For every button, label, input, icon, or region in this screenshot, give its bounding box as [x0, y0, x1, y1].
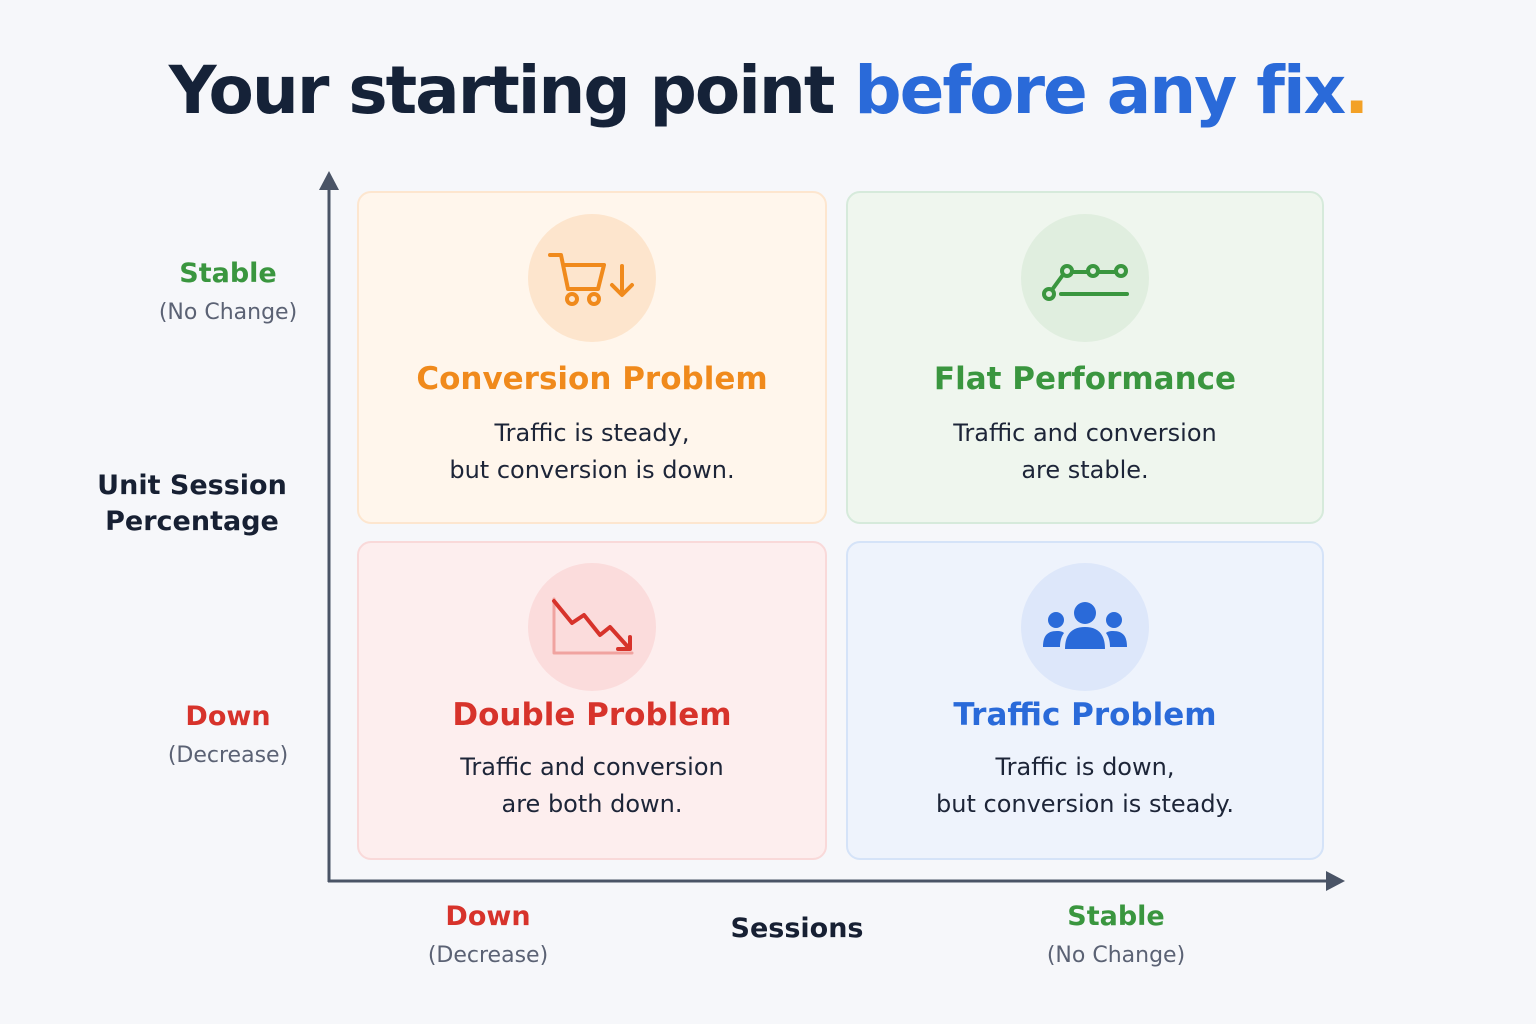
quadrant-double-problem: Double Problem Traffic and conversion ar…: [357, 541, 827, 860]
y-top-level: Stable: [179, 258, 277, 289]
desc-line: but conversion is down.: [449, 456, 735, 484]
users-icon: [1043, 602, 1127, 649]
x-level-left: Down (Decrease): [388, 901, 588, 970]
trend-down-icon: [552, 597, 634, 655]
y-axis-title-line2: Percentage: [105, 506, 279, 538]
title-main: Your starting point: [168, 52, 855, 129]
quadrant-title: Double Problem: [452, 697, 732, 733]
badge-traffic: [1021, 563, 1149, 691]
y-axis-title-line1: Unit Session: [97, 470, 287, 501]
badge-conversion: [528, 214, 656, 342]
x-level-right: Stable (No Change): [1016, 901, 1216, 970]
x-axis-title: Sessions: [730, 913, 864, 944]
title-dot: .: [1344, 52, 1369, 129]
x-right-level: Stable: [1067, 901, 1165, 932]
title-accent: before any fix: [854, 52, 1346, 129]
x-axis-arrow: [1326, 871, 1345, 891]
quadrant-title: Flat Performance: [933, 361, 1237, 397]
y-axis-arrow: [319, 171, 339, 190]
y-bottom-note: (Decrease): [167, 743, 289, 769]
desc-line: but conversion is steady.: [936, 790, 1234, 818]
desc-line: are both down.: [501, 790, 683, 818]
y-level-top: Stable (No Change): [128, 258, 328, 327]
page-title: Your starting point before any fix.: [0, 52, 1536, 129]
quadrant-title: Traffic Problem: [953, 697, 1217, 733]
desc-line: Traffic is steady,: [494, 419, 690, 447]
x-right-note: (No Change): [1046, 943, 1186, 969]
quadrant-description: Traffic is steady, but conversion is dow…: [359, 415, 825, 489]
desc-line: Traffic and conversion: [953, 419, 1217, 447]
cart-down-icon: [548, 253, 634, 306]
quadrant-traffic-problem: Traffic Problem Traffic is down, but con…: [846, 541, 1324, 860]
desc-line: Traffic is down,: [995, 753, 1175, 781]
badge-double: [528, 563, 656, 691]
quadrant-description: Traffic and conversion are both down.: [359, 749, 825, 823]
quadrant-description: Traffic is down, but conversion is stead…: [848, 749, 1322, 823]
desc-line: Traffic and conversion: [460, 753, 724, 781]
flat-line-icon: [1042, 264, 1129, 301]
quadrant-description: Traffic and conversion are stable.: [848, 415, 1322, 489]
desc-line: are stable.: [1021, 456, 1149, 484]
y-top-note: (No Change): [158, 300, 298, 326]
quadrant-flat-performance: Flat Performance Traffic and conversion …: [846, 191, 1324, 524]
x-left-level: Down: [445, 901, 531, 932]
y-level-bottom: Down (Decrease): [128, 701, 328, 770]
quadrant-conversion-problem: Conversion Problem Traffic is steady, bu…: [357, 191, 827, 524]
badge-flat: [1021, 214, 1149, 342]
quadrant-title: Conversion Problem: [416, 361, 768, 397]
y-axis-title: Unit Session Percentage: [82, 468, 302, 541]
y-bottom-level: Down: [185, 701, 271, 732]
x-left-note: (Decrease): [427, 943, 549, 969]
